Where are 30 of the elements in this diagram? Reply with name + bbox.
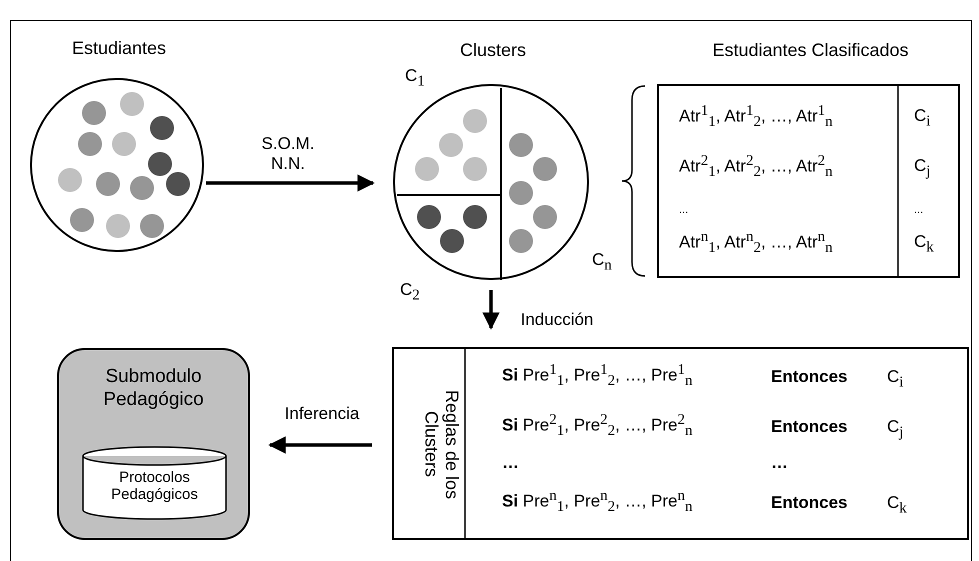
circle-title: Clusters <box>458 40 527 62</box>
cluster-label: C$_{n}$ <box>592 250 612 274</box>
rule-then: Entonces <box>771 417 849 438</box>
module-box <box>57 348 250 540</box>
table-title: Estudiantes Clasificados <box>711 40 910 62</box>
cluster-label: C$_{2}$ <box>400 280 420 304</box>
cluster-label: C$_{j}$ <box>887 417 904 442</box>
cluster-label: C$_{i}$ <box>914 106 932 130</box>
ellipsis: ... <box>914 204 924 218</box>
arrow <box>482 290 500 330</box>
rules-heading: Reglas de los Clusters <box>420 388 462 502</box>
rule-then: Entonces <box>771 493 849 514</box>
module-title: Submodulo Pedagógico <box>102 366 205 412</box>
cluster-label: C$_{i}$ <box>887 367 904 392</box>
database-label: Protocolos Pedagógicos <box>110 469 199 504</box>
ellipsis: ... <box>679 204 690 218</box>
cluster-label: C$_{k}$ <box>887 493 908 518</box>
edge-label: Inducción <box>520 310 594 330</box>
edge-label: Inferencia <box>284 404 360 424</box>
edge-label: S.O.M. N.N. <box>260 134 316 175</box>
rule-then: Entonces <box>771 367 849 388</box>
arrow <box>268 436 372 454</box>
ellipsis: … <box>771 453 789 474</box>
ellipsis: … <box>502 453 520 474</box>
rules-table <box>392 347 969 540</box>
arrow <box>206 174 375 192</box>
circle-title: Estudiantes <box>70 38 168 60</box>
cluster-label: C$_{1}$ <box>405 66 425 90</box>
cluster-label: C$_{k}$ <box>914 232 935 256</box>
cluster-label: C$_{j}$ <box>914 156 932 180</box>
